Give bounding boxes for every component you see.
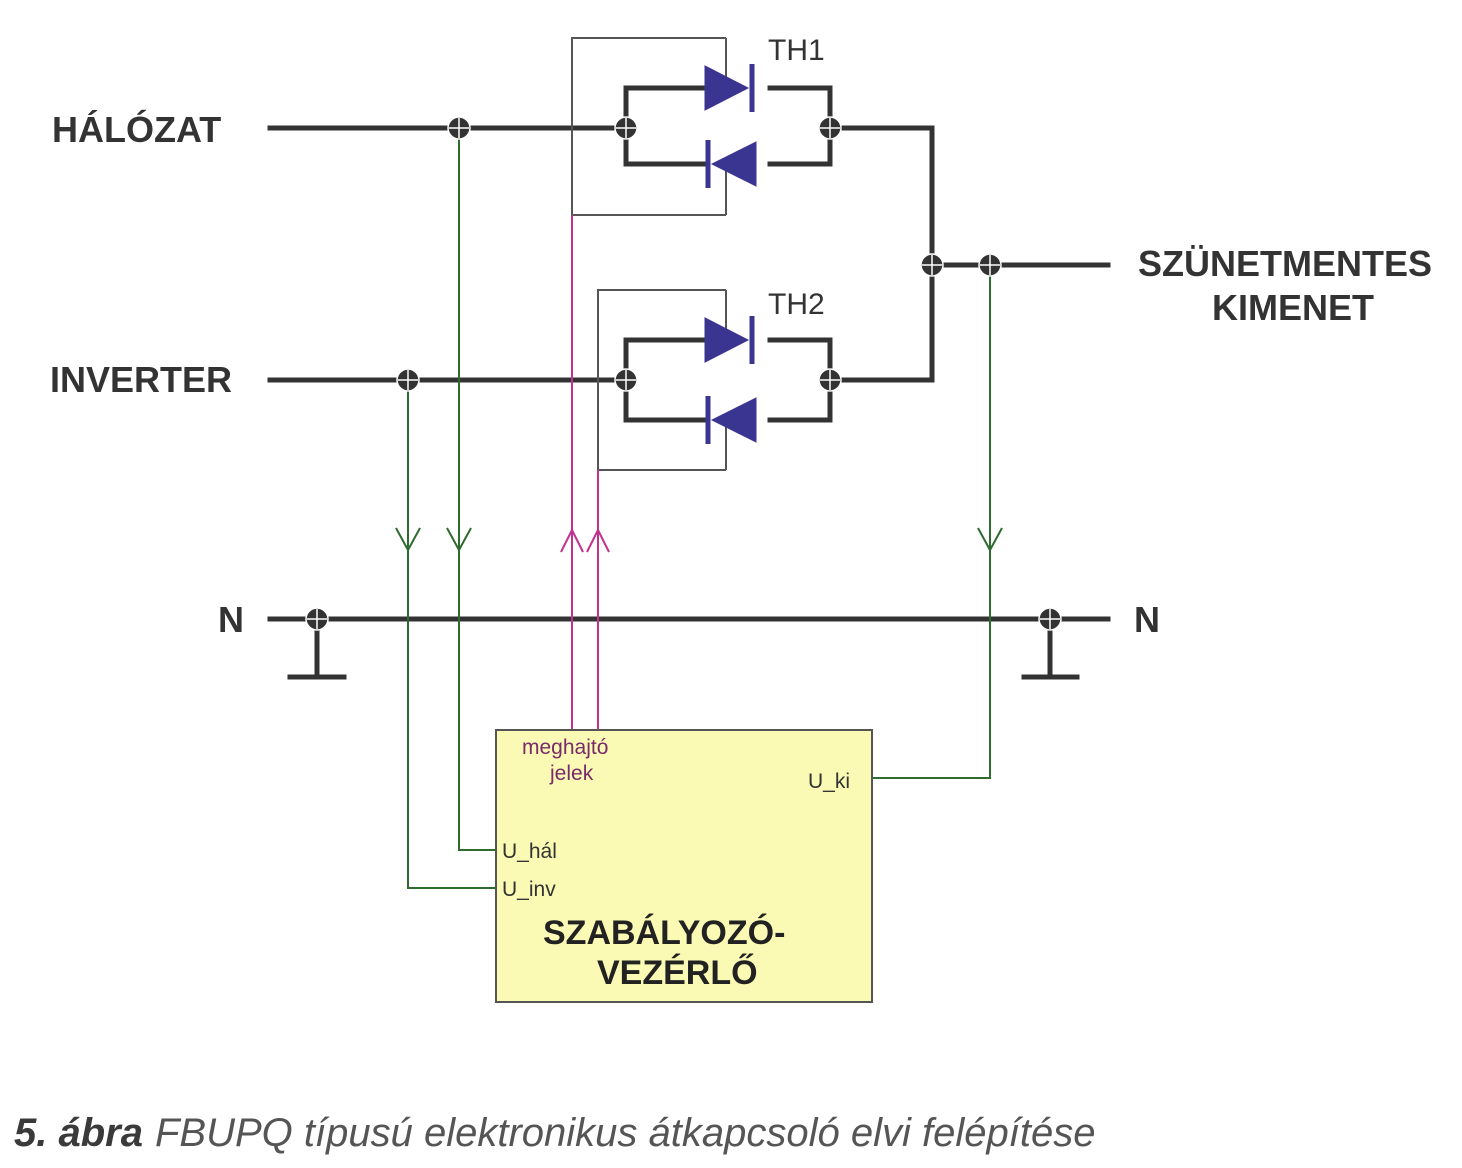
drive-signals-label-line2: jelek bbox=[549, 762, 594, 785]
u-hal-arrow-icon bbox=[446, 527, 472, 553]
drive-signal-wiring bbox=[560, 215, 610, 730]
th1-bracket-left bbox=[623, 85, 708, 167]
junction-icon bbox=[920, 253, 944, 277]
th1-label: TH1 bbox=[768, 34, 825, 67]
controller-title-line1: SZABÁLYOZÓ- bbox=[543, 914, 785, 952]
mains-label: HÁLÓZAT bbox=[52, 108, 221, 150]
caption-text: FBUPQ típusú elektronikus átkapcsoló elv… bbox=[154, 1111, 1096, 1155]
controller-title-line2: VEZÉRLŐ bbox=[597, 954, 758, 992]
th1-reverse-triangle bbox=[710, 141, 757, 187]
th1-forward-triangle bbox=[704, 65, 750, 111]
measurement-wiring bbox=[395, 128, 1003, 889]
output-label-line1: SZÜNETMENTES bbox=[1138, 243, 1432, 284]
th2-reverse-triangle bbox=[710, 397, 757, 443]
thyristor-modules bbox=[571, 37, 727, 471]
u-ki-label: U_ki bbox=[808, 770, 850, 793]
th1-module-outline bbox=[571, 37, 726, 216]
th1-output-wire bbox=[827, 125, 935, 383]
u-inv-sense-wire bbox=[407, 380, 496, 889]
neutral-left-label: N bbox=[218, 599, 244, 640]
junction-icon bbox=[305, 607, 329, 631]
junction-icon bbox=[614, 116, 638, 140]
u-inv-arrow-icon bbox=[395, 527, 421, 553]
junctions bbox=[305, 116, 1062, 631]
junction-icon bbox=[818, 368, 842, 392]
caption-number: 5. ábra bbox=[14, 1111, 143, 1155]
th2-forward-triangle bbox=[704, 317, 750, 363]
th2-drive-arrow-icon bbox=[586, 527, 610, 553]
u-ki-sense-wire bbox=[872, 265, 991, 779]
controller-box bbox=[495, 729, 873, 1003]
inverter-label: INVERTER bbox=[50, 359, 232, 400]
u-inv-label: U_inv bbox=[502, 878, 556, 901]
drive-signals-label-line1: meghajtó bbox=[522, 736, 608, 759]
u-hal-sense-wire bbox=[458, 128, 496, 851]
junction-icon bbox=[396, 368, 420, 392]
thyristor-icon bbox=[704, 64, 757, 444]
junction-icon bbox=[447, 116, 471, 140]
output-label-line2: KIMENET bbox=[1212, 287, 1374, 328]
junction-icon bbox=[1038, 607, 1062, 631]
th2-label: TH2 bbox=[768, 288, 825, 321]
u-ki-arrow-icon bbox=[977, 527, 1003, 553]
power-wiring bbox=[267, 85, 1111, 680]
u-hal-label: U_hál bbox=[502, 840, 557, 863]
th1-drive-arrow-icon bbox=[560, 527, 584, 553]
junction-icon bbox=[978, 253, 1002, 277]
junction-icon bbox=[614, 368, 638, 392]
th2-module-outline bbox=[597, 289, 726, 471]
th2-bracket-left bbox=[623, 337, 708, 423]
neutral-right-label: N bbox=[1134, 599, 1160, 640]
junction-icon bbox=[818, 116, 842, 140]
